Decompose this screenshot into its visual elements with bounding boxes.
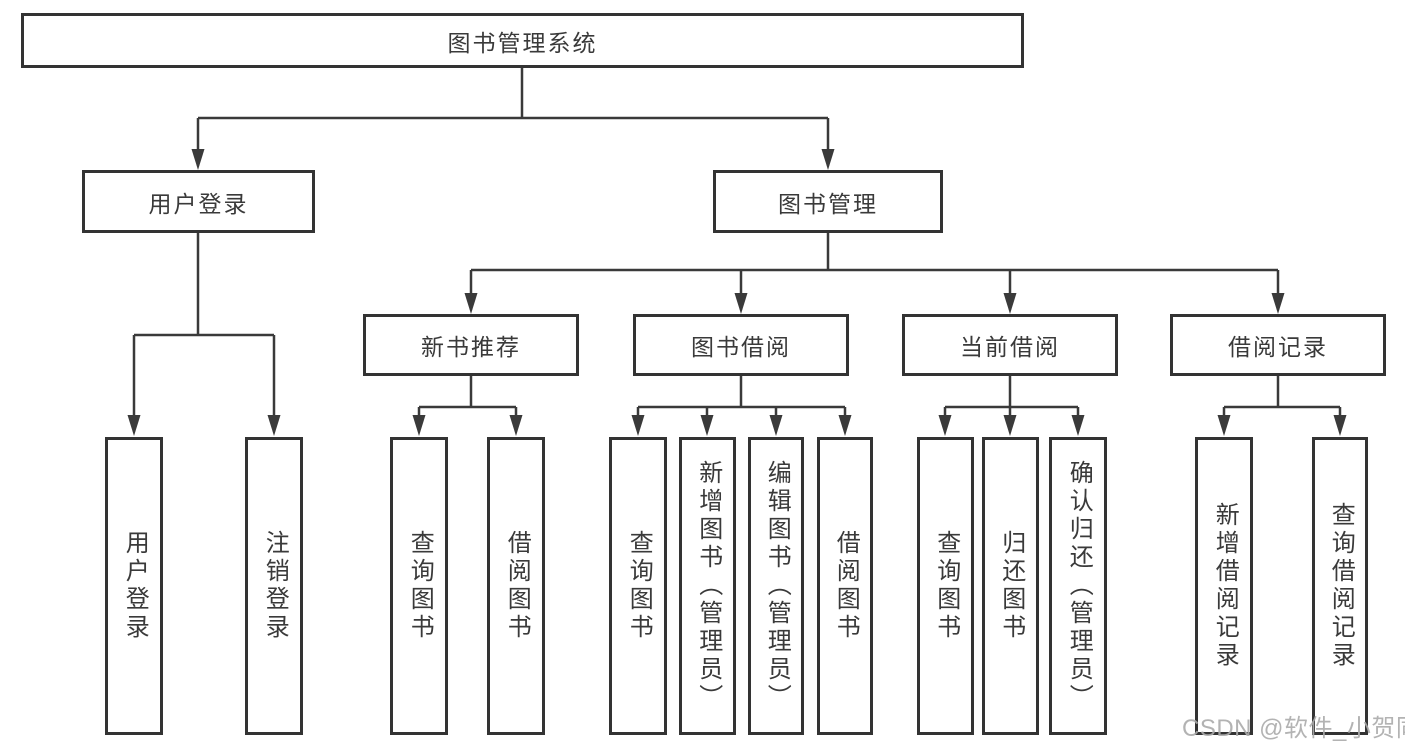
leaf-confirm-return-admin-label: 确认归还（管理员） [1065, 460, 1093, 712]
node-user-login-label: 用户登录 [148, 190, 249, 217]
leaf-query-books-recommend-label: 查询图书 [406, 530, 434, 642]
leaf-user-login-label: 用户登录 [121, 530, 149, 642]
node-book-management: 图书管理 [713, 170, 943, 233]
leaf-return-books-label: 归还图书 [997, 530, 1025, 642]
node-book-borrowing: 图书借阅 [633, 314, 849, 376]
node-user-login: 用户登录 [82, 170, 315, 233]
leaf-add-books-admin-label: 新增图书（管理员） [694, 460, 722, 712]
arrowheads [127, 149, 1347, 436]
leaf-add-books-admin: 新增图书（管理员） [679, 437, 736, 735]
leaf-edit-books-admin-label: 编辑图书（管理员） [763, 460, 791, 712]
node-new-book-recommendation-label: 新书推荐 [421, 334, 521, 360]
leaf-return-books: 归还图书 [982, 437, 1039, 735]
leaf-borrow-books-recommend-label: 借阅图书 [503, 530, 531, 642]
leaf-user-login: 用户登录 [105, 437, 163, 735]
node-current-borrowing: 当前借阅 [902, 314, 1118, 376]
leaf-logout-label: 注销登录 [261, 530, 289, 642]
watermark: CSDN @软件_小贺同学 [1182, 715, 1405, 742]
leaf-query-books-current-label: 查询图书 [932, 530, 960, 642]
leaf-query-books-borrowing-label: 查询图书 [625, 530, 653, 642]
node-library-management-system: 图书管理系统 [21, 13, 1024, 68]
leaf-query-books-recommend: 查询图书 [390, 437, 448, 735]
leaf-edit-books-admin: 编辑图书（管理员） [748, 437, 804, 735]
node-book-management-label: 图书管理 [778, 190, 878, 217]
node-borrowing-records: 借阅记录 [1170, 314, 1386, 376]
leaf-add-borrow-record-label: 新增借阅记录 [1211, 502, 1239, 670]
node-book-borrowing-label: 图书借阅 [691, 334, 791, 360]
node-library-management-system-label: 图书管理系统 [447, 29, 598, 56]
leaf-borrow-books: 借阅图书 [817, 437, 873, 735]
leaf-query-books-current: 查询图书 [917, 437, 974, 735]
leaf-logout: 注销登录 [245, 437, 303, 735]
leaf-add-borrow-record: 新增借阅记录 [1195, 437, 1253, 735]
node-new-book-recommendation: 新书推荐 [363, 314, 579, 376]
leaf-query-books-borrowing: 查询图书 [609, 437, 667, 735]
leaf-query-borrow-record-label: 查询借阅记录 [1327, 502, 1355, 670]
leaf-borrow-books-recommend: 借阅图书 [487, 437, 545, 735]
leaf-borrow-books-label: 借阅图书 [832, 530, 860, 642]
leaf-query-borrow-record: 查询借阅记录 [1312, 437, 1368, 735]
node-borrowing-records-label: 借阅记录 [1228, 334, 1328, 360]
node-current-borrowing-label: 当前借阅 [960, 334, 1060, 360]
leaf-confirm-return-admin: 确认归还（管理员） [1049, 437, 1107, 735]
